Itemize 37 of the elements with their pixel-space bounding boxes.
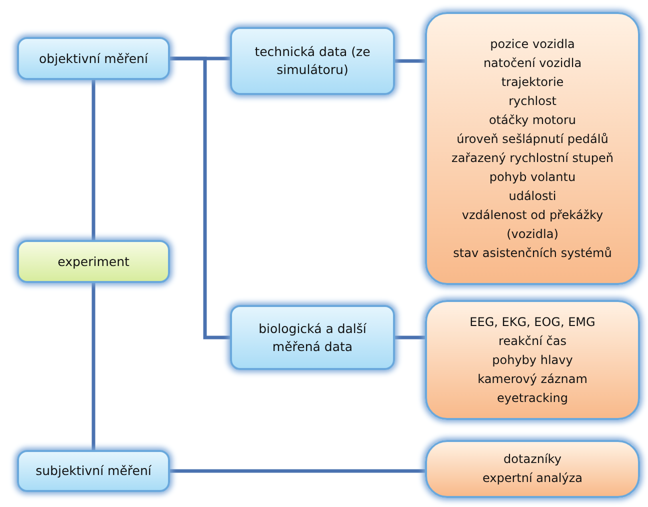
process-box: [17, 450, 170, 492]
list-item: pohyb volantu: [488, 168, 577, 186]
list-item: stav asistenčních systémů: [452, 244, 613, 262]
list-item: rychlost: [508, 92, 558, 110]
box-label: technická data (ze simulátoru): [254, 43, 372, 79]
list-box: [425, 12, 640, 285]
process-box: [17, 37, 170, 80]
start-box: [17, 240, 170, 283]
box-label: biologická a další měřená data: [258, 320, 368, 356]
list-item: kamerový záznam: [476, 370, 588, 388]
connector-line: [92, 283, 96, 450]
list-item: pohyby hlavy: [491, 352, 574, 368]
list-item: eyetracking: [496, 390, 569, 406]
list-item: expertní analýza: [481, 470, 584, 487]
connector-line: [395, 336, 425, 340]
list-item: úroveň sešlápnutí pedálů: [456, 130, 610, 148]
connector-line: [92, 80, 96, 240]
list-item: pozice vozidla: [489, 36, 576, 52]
list-item: otáčky motoru: [488, 112, 578, 128]
list-item: EEG, EKG, EOG, EMG: [468, 314, 596, 330]
list-item: zařazený rychlostní stupeň: [450, 150, 614, 166]
list-item: reakční čas: [498, 332, 568, 350]
process-box: [230, 305, 395, 370]
box-label: objektivní měření: [38, 50, 150, 68]
box-label: experiment: [58, 252, 130, 270]
list-item: dotazníky: [502, 451, 562, 468]
connector-line: [170, 469, 425, 473]
list-box: [425, 300, 640, 420]
process-box: [230, 27, 395, 95]
list-item: události: [508, 188, 558, 204]
list-item: vzdálenost od překážky (vozidla): [460, 206, 604, 242]
connector-line: [395, 59, 425, 63]
list-item: natočení vozidla: [482, 54, 583, 72]
box-label: subjektivní měření: [34, 462, 152, 480]
list-box: [425, 440, 640, 498]
list-item: trajektorie: [500, 74, 565, 90]
connector-line: [170, 56, 230, 340]
